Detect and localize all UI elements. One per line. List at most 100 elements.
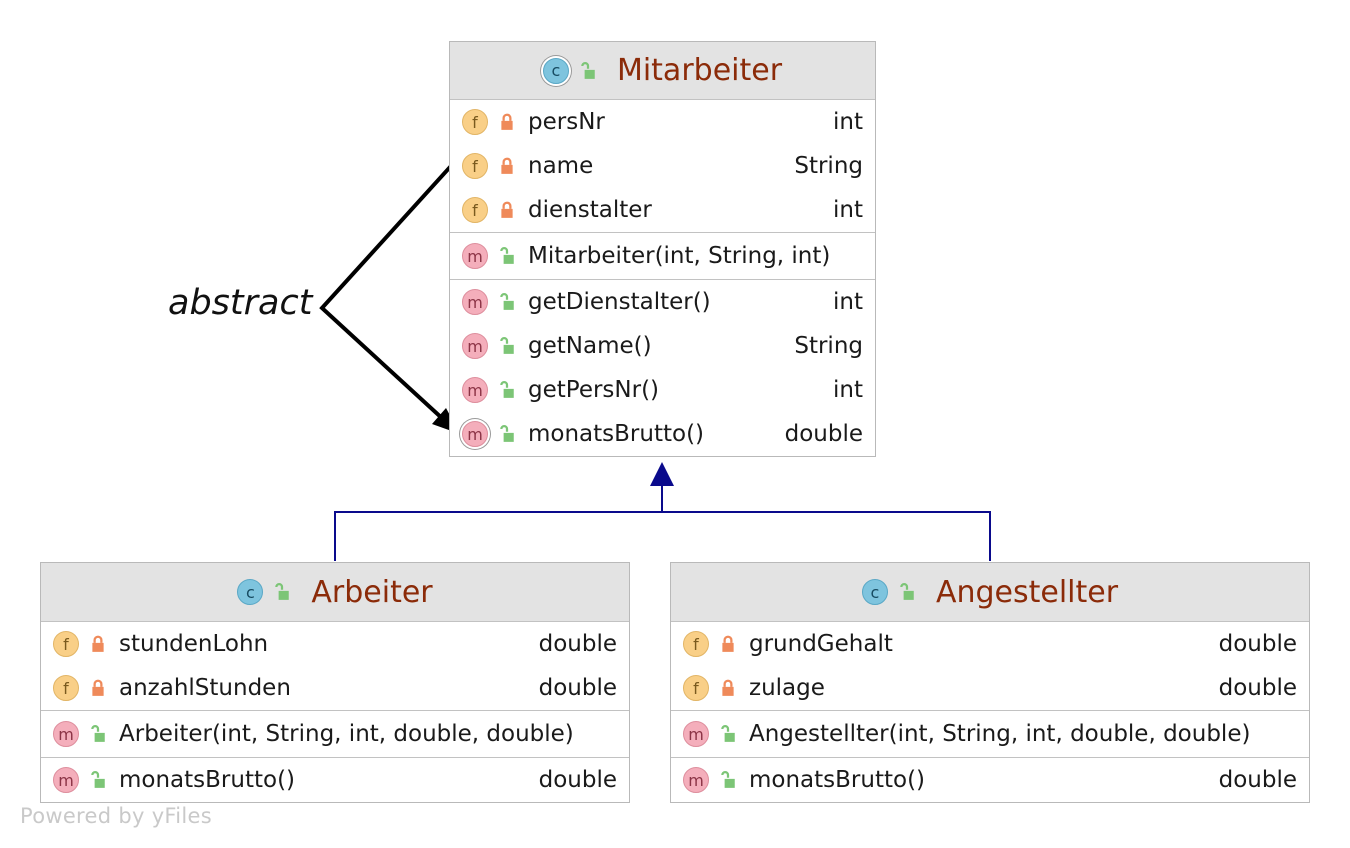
method-row[interactable]: m getDienstalter() int xyxy=(450,280,875,324)
field-icon: f xyxy=(462,153,488,179)
methods-section: m getDienstalter() int m getName() String m g… xyxy=(450,280,875,456)
field-icon: f xyxy=(53,675,79,701)
method-name: getName() xyxy=(528,333,652,359)
method-icon: m xyxy=(462,289,488,315)
class-name: Arbeiter xyxy=(311,574,433,610)
field-icon: f xyxy=(462,197,488,223)
method-icon: m xyxy=(53,767,79,793)
constructor-row[interactable]: m Arbeiter(int, String, int, double, doub… xyxy=(41,711,629,757)
public-lock-icon xyxy=(900,583,914,600)
method-return-type: double xyxy=(538,767,617,793)
field-type: String xyxy=(794,153,863,179)
fields-section: f stundenLohn double f anzahlStunden double xyxy=(41,622,629,711)
method-icon: m xyxy=(462,243,488,269)
method-return-type: int xyxy=(833,289,863,315)
field-name: anzahlStunden xyxy=(119,675,291,701)
field-row[interactable]: f zulage double xyxy=(671,666,1309,710)
field-name: zulage xyxy=(749,675,825,701)
private-lock-icon xyxy=(722,635,734,652)
constructors-section: m Mitarbeiter(int, String, int) xyxy=(450,233,875,280)
private-lock-icon xyxy=(501,201,513,218)
field-name: persNr xyxy=(528,109,605,135)
class-header: c Angestellter xyxy=(671,563,1309,622)
field-row[interactable]: f stundenLohn double xyxy=(41,622,629,666)
public-lock-icon xyxy=(500,247,514,264)
field-row[interactable]: f persNr int xyxy=(450,100,875,144)
class-name: Mitarbeiter xyxy=(616,53,783,88)
constructor-name: Mitarbeiter(int, String, int) xyxy=(528,243,831,269)
field-row[interactable]: f anzahlStunden double xyxy=(41,666,629,710)
class-icon: c xyxy=(237,579,264,605)
field-name: dienstalter xyxy=(528,197,652,223)
class-icon: c xyxy=(861,579,888,605)
methods-section: m monatsBrutto() double xyxy=(41,758,629,802)
constructors-section: m Angestellter(int, String, int, double, … xyxy=(671,711,1309,758)
class-header: c Arbeiter xyxy=(41,563,629,622)
method-return-type: double xyxy=(1218,767,1297,793)
field-icon: f xyxy=(683,631,709,657)
field-row[interactable]: f dienstalter int xyxy=(450,188,875,232)
inheritance-edge-arbeiter xyxy=(334,484,663,561)
public-lock-icon xyxy=(275,583,290,600)
private-lock-icon xyxy=(722,679,734,696)
powered-by-credit: Powered by yFiles xyxy=(20,804,212,828)
method-row[interactable]: m monatsBrutto() double xyxy=(41,758,629,802)
private-lock-icon xyxy=(501,157,513,174)
field-type: double xyxy=(1218,675,1297,701)
abstract-class-icon: c xyxy=(542,57,569,84)
field-name: stundenLohn xyxy=(119,631,269,657)
abstract-method-icon: m xyxy=(462,421,488,447)
abstract-annotation: abstract xyxy=(168,283,313,323)
private-lock-icon xyxy=(92,635,104,652)
field-type: double xyxy=(538,631,617,657)
method-return-type: String xyxy=(794,333,863,359)
field-type: int xyxy=(833,197,863,223)
field-type: double xyxy=(1218,631,1297,657)
public-lock-icon xyxy=(91,771,105,788)
field-icon: f xyxy=(462,109,488,135)
private-lock-icon xyxy=(501,113,513,130)
inheritance-arrowhead xyxy=(650,462,674,486)
public-lock-icon xyxy=(500,337,514,354)
public-lock-icon xyxy=(91,725,105,742)
field-icon: f xyxy=(53,631,79,657)
method-name: getPersNr() xyxy=(528,377,660,403)
field-icon: f xyxy=(683,675,709,701)
field-type: int xyxy=(833,109,863,135)
field-type: double xyxy=(538,675,617,701)
method-name: monatsBrutto() xyxy=(749,767,926,793)
method-icon: m xyxy=(683,767,709,793)
public-lock-icon xyxy=(721,725,735,742)
methods-section: m monatsBrutto() double xyxy=(671,758,1309,802)
public-lock-icon xyxy=(581,61,595,79)
method-name: monatsBrutto() xyxy=(119,767,296,793)
constructor-name: Angestellter(int, String, int, double, d… xyxy=(749,721,1251,747)
public-lock-icon xyxy=(500,293,514,310)
method-icon: m xyxy=(53,721,79,747)
method-row[interactable]: m getPersNr() int xyxy=(450,368,875,412)
class-arbeiter[interactable]: c Arbeiter f stundenLohn double f anzahlStu… xyxy=(40,562,630,803)
method-icon: m xyxy=(462,333,488,359)
method-row[interactable]: m getName() String xyxy=(450,324,875,368)
constructor-row[interactable]: m Mitarbeiter(int, String, int) xyxy=(450,233,875,279)
method-name: getDienstalter() xyxy=(528,289,711,315)
constructor-name: Arbeiter(int, String, int, double, doubl… xyxy=(119,721,574,747)
method-icon: m xyxy=(683,721,709,747)
constructors-section: m Arbeiter(int, String, int, double, doub… xyxy=(41,711,629,758)
method-return-type: double xyxy=(784,421,863,447)
constructor-row[interactable]: m Angestellter(int, String, int, double, … xyxy=(671,711,1309,757)
public-lock-icon xyxy=(721,771,735,788)
method-name: monatsBrutto() xyxy=(528,421,705,447)
private-lock-icon xyxy=(92,679,104,696)
inheritance-edge-angestellter xyxy=(662,511,991,561)
method-icon: m xyxy=(462,377,488,403)
method-return-type: int xyxy=(833,377,863,403)
abstract-method-row[interactable]: m monatsBrutto() double xyxy=(450,412,875,456)
public-lock-icon xyxy=(500,381,514,398)
method-row[interactable]: m monatsBrutto() double xyxy=(671,758,1309,802)
